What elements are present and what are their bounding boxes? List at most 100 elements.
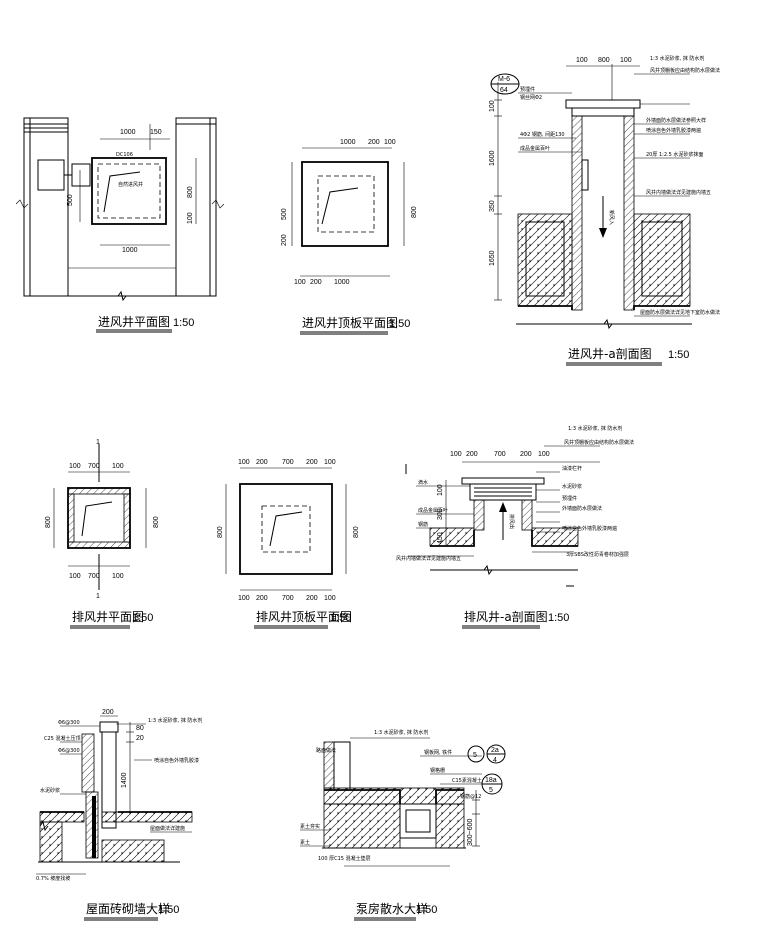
d1-dim-right: 800 [187,186,194,198]
d8-note-1: 钢板网, 铁件 [424,749,452,756]
d1-label-sub: DC106 [116,152,133,158]
d3-note-6: 屋面防水层做法详见地下室防水做法 [640,309,720,316]
d8-note-4: 钢筋@12 [460,793,481,800]
d6-dim-h300: 300 [437,508,444,520]
d2-dim-top-100: 100 [384,139,396,146]
d3-dim-h1650: 1650 [489,250,496,266]
d4-title: 排风井平面图 [72,610,144,624]
d6-dim-h450: 450 [437,532,444,544]
d5-dim-top-200b: 200 [306,459,318,466]
d4-mark-top: 1 [96,439,100,446]
d4-dim-bottom-100: 100 [69,573,81,580]
d7-note-1: Φ6@300 [58,720,80,726]
d3-label-2: 钢丝网Φ2 [520,94,542,101]
d5-dim-bottom-200b: 200 [306,595,318,602]
d3-note-3: 喷涂自色外墙乳胶漆两遍 [646,127,701,134]
d3-callout-64: 64 [500,87,508,94]
d7-note-2: C25 混凝土压顶 [44,735,80,742]
d8-callout-2b: 5 [489,787,493,794]
d8-callout-1a: 5 [473,752,477,759]
drawing-exhaust-shaft-roof-plan [225,467,347,591]
d3-title: 进风井 [568,347,604,361]
d3-callout-m6: M-6 [498,76,510,83]
d3-note-5: 风井内墙做法详见建施内墙五 [646,189,711,196]
d6-section: -a剖面图 [500,610,548,624]
d1-dim-top-2: 150 [150,129,162,136]
d2-dim-top-200: 200 [368,139,380,146]
d8-note-6: 100 厚C15 混凝土垫层 [318,855,371,862]
d6-label-1: 滴水 [418,479,428,486]
d8-dim-300-600: 300~600 [467,818,474,846]
d2-dim-left-b: 200 [281,234,288,246]
d4-mark-bottom: 1 [96,593,100,600]
d6-flow-label: 排风出 [508,514,515,529]
d5-dim-top-200: 200 [256,459,268,466]
d3-section: -a剖面图 [604,347,652,361]
d4-dim-left: 800 [45,516,52,528]
d5-dim-bottom-100: 100 [238,595,250,602]
d6-note-2: 油漆栏杆 [562,465,582,472]
d3-flow-label: 新风入 [608,210,615,225]
d6-label-3: 钢筋 [418,521,428,528]
d3-dim-top-100b: 100 [620,57,632,64]
d5-dim-top-700: 700 [282,459,294,466]
d7-dim-200: 200 [102,709,114,716]
d8-note-7: 素土 [300,839,310,846]
d6-dim-top-200: 200 [466,451,478,458]
d2-dim-bottom: 1000 [334,279,350,286]
d8-callout-1c: 4 [493,757,497,764]
d6-bottom-1: 风井内墙做法详见建施内墙五 [396,555,461,562]
d7-note-3: Φ6@300 [58,748,80,754]
d6-dim-top-100b: 100 [538,451,550,458]
d8-note-5: 素土夯实 [300,823,320,830]
d5-dim-bottom-100b: 100 [324,595,336,602]
d6-bottom-2: 3厚SBS改性沥青卷材加强层 [566,551,629,558]
d1-dim-top: 1000 [120,129,136,136]
d6-note-5: 外墙面防水层做法 [562,505,602,512]
d3-label-3: 4Φ2 钢筋, 间距130 [520,131,565,138]
drawing-intake-shaft-roof-plan [291,147,405,277]
d5-scale: 1:50 [330,612,351,624]
d6-note-6: 喷涂自色外墙乳胶漆两遍 [562,525,617,532]
d3-dim-h1600: 1600 [489,150,496,166]
d4-dim-bottom-100b: 100 [112,573,124,580]
d3-note-4: 20厚 1:2.5 水泥砂浆抹面 [646,151,703,158]
d2-dim-bottom-200: 200 [310,279,322,286]
d6-title: 排风井 [464,610,500,624]
d7-note-7: 0.7% 坡度找坡 [36,875,70,882]
drawing-pump-room-apron-detail [300,737,506,867]
drawing-intake-shaft-plan [15,117,225,302]
d6-note-4: 预埋件 [562,495,577,502]
d4-dim-right: 800 [153,516,160,528]
d3-dim-top-100: 100 [576,57,588,64]
d7-title: 屋面砖砌墙大样 [86,901,170,916]
d7-dim-1400: 1400 [121,772,128,788]
d4-scale: 1:50 [132,612,153,624]
d3-note-2: 外墙面防水层做法参照大样 [646,117,706,124]
d5-dim-bottom-700: 700 [282,595,294,602]
d6-dim-top-200b: 200 [520,451,532,458]
d4-dim-top-100: 100 [69,463,81,470]
d2-dim-left: 500 [281,208,288,220]
d5-dim-top-100: 100 [238,459,250,466]
d1-dim-right-2: 100 [187,212,194,224]
d8-note-top: 1:3 水泥砂浆, 抹 防水剂 [374,729,428,736]
d8-title: 泵房散水大样 [356,901,428,916]
d8-callout-2a: 18a [485,777,497,784]
d5-title: 排风井顶板平面图 [256,610,352,624]
d3-dim-top-800: 800 [598,57,610,64]
d3-dim-h350: 350 [489,200,496,212]
d6-note-top: 1:3 水泥砂浆, 抹 防水剂 [568,425,622,432]
d2-scale: 1:50 [389,318,410,330]
d3-note-1: 风井顶棚板应由结构防水层做法 [650,67,720,74]
d8-note-3: C15素混凝土 [452,777,482,784]
d6-dim-top-100: 100 [450,451,462,458]
d6-label-2: 成品金属百叶 [418,507,448,514]
d7-note-top: 1:3 水泥砂浆, 抹 防水剂 [148,717,202,724]
d6-note-1: 风井顶棚板应由结构防水层做法 [564,439,634,446]
d8-callout-1b: 2a [491,747,499,754]
d7-dim-20: 20 [136,735,144,742]
d8-scale: 1:50 [416,904,437,916]
d1-dim-bottom: 1000 [122,247,138,254]
